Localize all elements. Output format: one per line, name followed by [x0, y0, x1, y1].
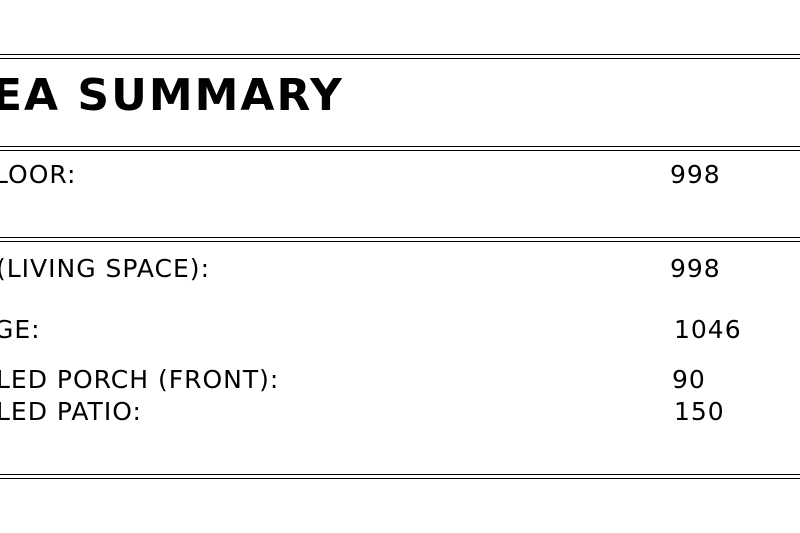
row-value-floor: 998 [670, 160, 721, 189]
row-label-patio: LED PATIO: [0, 397, 142, 426]
row-label-garage: GE: [0, 315, 41, 344]
section-divider-rule [0, 237, 800, 242]
top-double-rule [0, 54, 800, 59]
row-value-living-space: 998 [670, 254, 721, 283]
row-value-garage: 1046 [674, 315, 742, 344]
row-value-porch: 90 [672, 365, 706, 394]
row-label-porch: LED PORCH (FRONT): [0, 365, 280, 394]
row-label-living-space: (LIVING SPACE): [0, 254, 210, 283]
page-title: EA SUMMARY [0, 70, 344, 121]
row-value-patio: 150 [674, 397, 725, 426]
title-divider-rule [0, 146, 800, 151]
bottom-double-rule [0, 474, 800, 479]
row-label-floor: LOOR: [0, 160, 77, 189]
